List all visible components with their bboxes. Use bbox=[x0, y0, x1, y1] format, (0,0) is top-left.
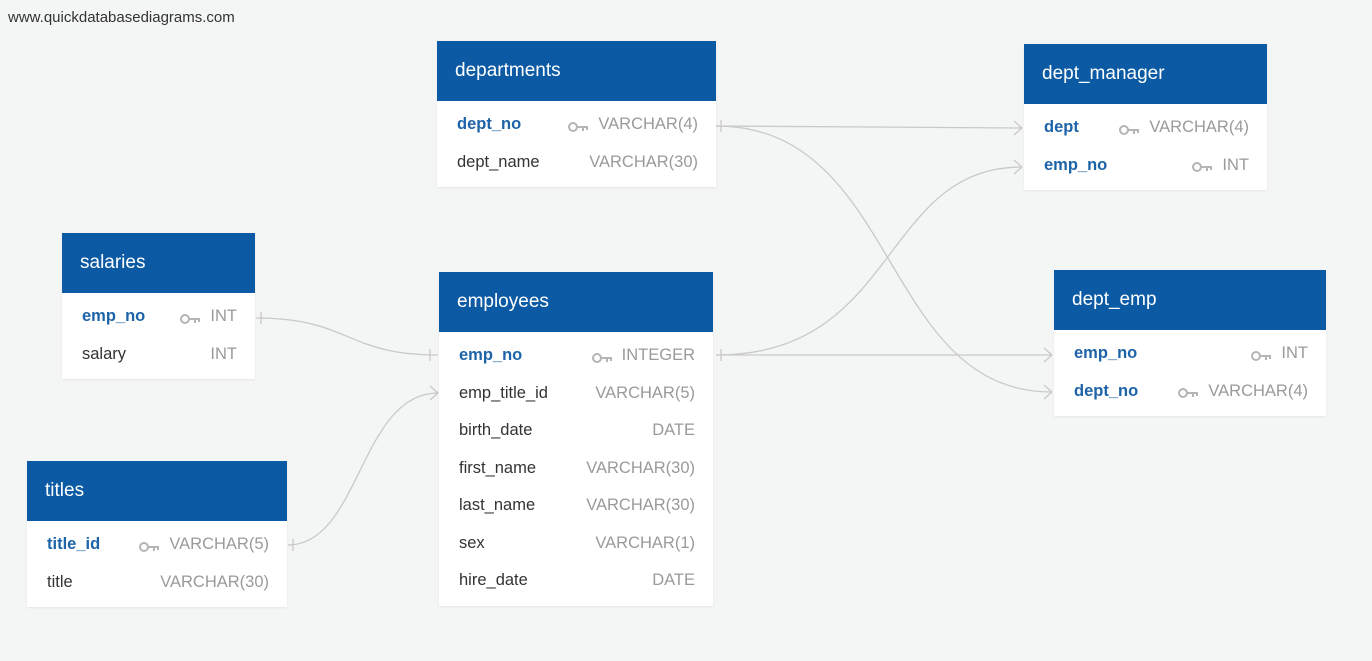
field-row[interactable]: dept VARCHAR(4) bbox=[1024, 109, 1267, 147]
field-row[interactable]: emp_no INT bbox=[1024, 147, 1267, 185]
field-name: hire_date bbox=[459, 571, 528, 590]
field-type: VARCHAR(30) bbox=[586, 496, 695, 515]
field-type: VARCHAR(30) bbox=[589, 152, 698, 171]
link-departments-dept-manager bbox=[715, 125, 1023, 129]
field-name: birth_date bbox=[459, 421, 533, 440]
key-icon bbox=[180, 311, 202, 324]
field-type: INT bbox=[1281, 344, 1308, 363]
table-header[interactable]: dept_manager bbox=[1024, 44, 1267, 104]
field-row[interactable]: dept_name VARCHAR(30) bbox=[437, 144, 716, 182]
field-type: VARCHAR(1) bbox=[595, 533, 695, 552]
table-departments[interactable]: departments dept_no VARCHAR(4) dept_name VA… bbox=[437, 41, 716, 187]
field-row[interactable]: last_name VARCHAR(30) bbox=[439, 487, 713, 525]
watermark: www.quickdatabasediagrams.com bbox=[8, 9, 235, 26]
link-titles-employees bbox=[287, 392, 439, 546]
field-type: VARCHAR(30) bbox=[586, 458, 695, 477]
table-fields: dept_no VARCHAR(4) dept_name VARCHAR(30) bbox=[437, 101, 716, 187]
field-name: dept_no bbox=[1074, 381, 1139, 400]
link-salaries-employees bbox=[255, 317, 439, 356]
table-dept-emp[interactable]: dept_emp emp_no INT dept_no VARCHAR(4) bbox=[1054, 270, 1326, 416]
field-name: title bbox=[47, 572, 73, 591]
table-titles[interactable]: titles title_id VARCHAR(5) title VARCHAR(30… bbox=[27, 461, 287, 607]
field-name: emp_no bbox=[1044, 155, 1108, 174]
field-name: dept bbox=[1044, 118, 1079, 137]
table-header[interactable]: salaries bbox=[62, 233, 255, 293]
field-row[interactable]: emp_no INT bbox=[62, 298, 255, 336]
field-type: INT bbox=[210, 307, 237, 326]
link-employees-dept-manager bbox=[715, 166, 1023, 356]
field-name: dept_no bbox=[457, 115, 522, 134]
field-name: sex bbox=[459, 533, 485, 552]
key-icon bbox=[1192, 159, 1214, 173]
field-name: last_name bbox=[459, 496, 536, 515]
field-row[interactable]: emp_no INTEGER bbox=[439, 337, 713, 375]
field-name: dept_name bbox=[457, 152, 540, 171]
field-name: salary bbox=[82, 344, 127, 363]
field-row[interactable]: emp_no INT bbox=[1054, 335, 1326, 373]
field-name: first_name bbox=[459, 458, 537, 477]
field-type: INT bbox=[210, 344, 237, 363]
field-type: DATE bbox=[652, 571, 695, 590]
field-name: emp_no bbox=[459, 346, 523, 365]
key-icon bbox=[1178, 385, 1200, 399]
table-dept-manager[interactable]: dept_manager dept VARCHAR(4) emp_no INT bbox=[1024, 44, 1267, 190]
link-departments-dept-emp bbox=[715, 125, 1053, 393]
field-row[interactable]: emp_title_id VARCHAR(5) bbox=[439, 375, 713, 413]
field-type: VARCHAR(5) bbox=[595, 383, 695, 402]
field-name: emp_no bbox=[1074, 344, 1138, 363]
field-type: INT bbox=[1222, 155, 1249, 174]
key-icon bbox=[591, 350, 614, 363]
field-type: DATE bbox=[652, 421, 695, 440]
table-header[interactable]: titles bbox=[27, 461, 287, 521]
field-row[interactable]: sex VARCHAR(1) bbox=[439, 525, 713, 563]
field-type: VARCHAR(30) bbox=[160, 572, 269, 591]
key-icon bbox=[1119, 122, 1141, 135]
key-icon bbox=[1251, 348, 1273, 361]
field-type: VARCHAR(5) bbox=[169, 535, 269, 554]
table-header[interactable]: dept_emp bbox=[1054, 270, 1326, 330]
table-fields: dept VARCHAR(4) emp_no INT bbox=[1024, 104, 1267, 190]
field-name: emp_title_id bbox=[459, 383, 548, 402]
field-name: title_id bbox=[47, 535, 101, 554]
field-type: INTEGER bbox=[621, 346, 695, 365]
table-header[interactable]: employees bbox=[439, 272, 713, 332]
table-header[interactable]: departments bbox=[437, 41, 716, 101]
field-row[interactable]: birth_date DATE bbox=[439, 412, 713, 450]
field-row[interactable]: first_name VARCHAR(30) bbox=[439, 450, 713, 488]
field-name: emp_no bbox=[82, 307, 146, 326]
field-type: VARCHAR(4) bbox=[598, 115, 698, 134]
table-fields: emp_no INTEGER emp_title_id VARCHAR(5) birth… bbox=[439, 332, 713, 606]
field-row[interactable]: hire_date DATE bbox=[439, 562, 713, 600]
field-row[interactable]: salary INT bbox=[62, 336, 255, 374]
table-fields: emp_no INT dept_no VARCHAR(4) bbox=[1054, 330, 1326, 416]
key-icon bbox=[139, 539, 161, 552]
field-row[interactable]: dept_no VARCHAR(4) bbox=[1054, 373, 1326, 411]
field-type: VARCHAR(4) bbox=[1208, 381, 1308, 400]
key-icon bbox=[568, 119, 590, 132]
field-row[interactable]: title_id VARCHAR(5) bbox=[27, 526, 287, 564]
field-row[interactable]: title VARCHAR(30) bbox=[27, 564, 287, 602]
table-fields: title_id VARCHAR(5) title VARCHAR(30) bbox=[27, 521, 287, 607]
field-type: VARCHAR(4) bbox=[1149, 118, 1249, 137]
field-row[interactable]: dept_no VARCHAR(4) bbox=[437, 106, 716, 144]
